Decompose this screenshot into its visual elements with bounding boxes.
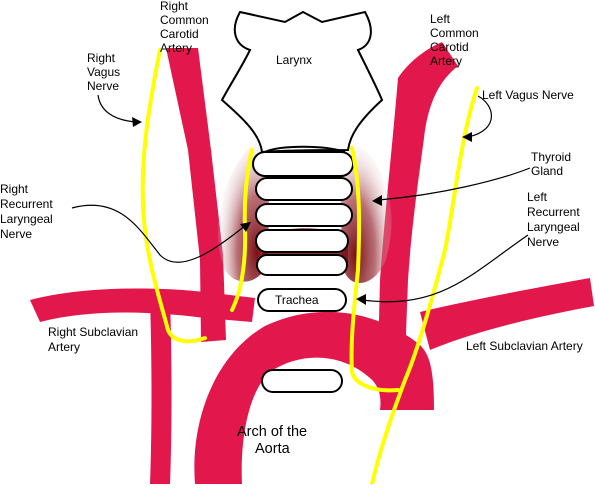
right-subclavian-artery [30, 288, 255, 322]
arrow-left-vagus [462, 132, 472, 142]
thyroid-right-lobe [340, 140, 392, 283]
leader-right-rln [71, 204, 247, 263]
arrow-right-vagus [132, 117, 142, 127]
aortic-arch [194, 311, 434, 484]
label-larynx: Larynx [276, 53, 312, 67]
trachea [252, 151, 354, 393]
label-right-common-carotid: Right Common Carotid Artery [160, 0, 212, 55]
label-trachea: Trachea [275, 293, 319, 307]
label-right-subclavian: Right Subclavian Artery [48, 325, 141, 354]
arrow-thyroid [372, 195, 382, 206]
left-vagus-nerve [370, 86, 479, 486]
label-left-rln: Left Recurrent Laryngeal Nerve [527, 190, 583, 249]
trachea-ring [255, 229, 349, 253]
label-right-vagus: Right Vagus Nerve [87, 51, 123, 93]
larynx-lower-edge [264, 145, 346, 153]
label-left-vagus: Left Vagus Nerve [482, 88, 574, 102]
trachea-ring [261, 369, 343, 393]
larynx-outline [220, 10, 384, 154]
right-vagus-nerve [140, 48, 207, 344]
trachea-ring [252, 151, 354, 177]
brachiocephalic-trunk [150, 300, 172, 484]
right-common-carotid-artery [166, 48, 226, 342]
label-left-common-carotid: Left Common Carotid Artery [430, 12, 482, 68]
leader-thyroid [377, 167, 531, 201]
label-thyroid: Thyroid Gland [531, 150, 574, 178]
arrow-left-rln [356, 294, 366, 305]
nerves [140, 48, 479, 486]
trachea-ring [257, 288, 347, 312]
trachea-ring [255, 203, 353, 227]
leader-left-rln [361, 234, 529, 303]
left-recurrent-laryngeal-nerve [349, 146, 400, 393]
label-left-subclavian: Left Subclavian Artery [466, 339, 583, 353]
left-subclavian-artery [420, 278, 594, 350]
label-aortic-arch: Arch of the Aorta [237, 424, 311, 457]
trachea-ring [255, 177, 353, 201]
label-right-rln: Right Recurrent Laryngeal Nerve [0, 182, 56, 241]
left-common-carotid-artery [378, 42, 458, 360]
arrow-heads [132, 117, 472, 305]
leader-left-vagus [467, 95, 492, 138]
leader-lines [71, 94, 531, 303]
arrow-right-rln [240, 222, 251, 232]
trachea-ring [256, 254, 348, 276]
leader-right-vagus [97, 94, 137, 123]
